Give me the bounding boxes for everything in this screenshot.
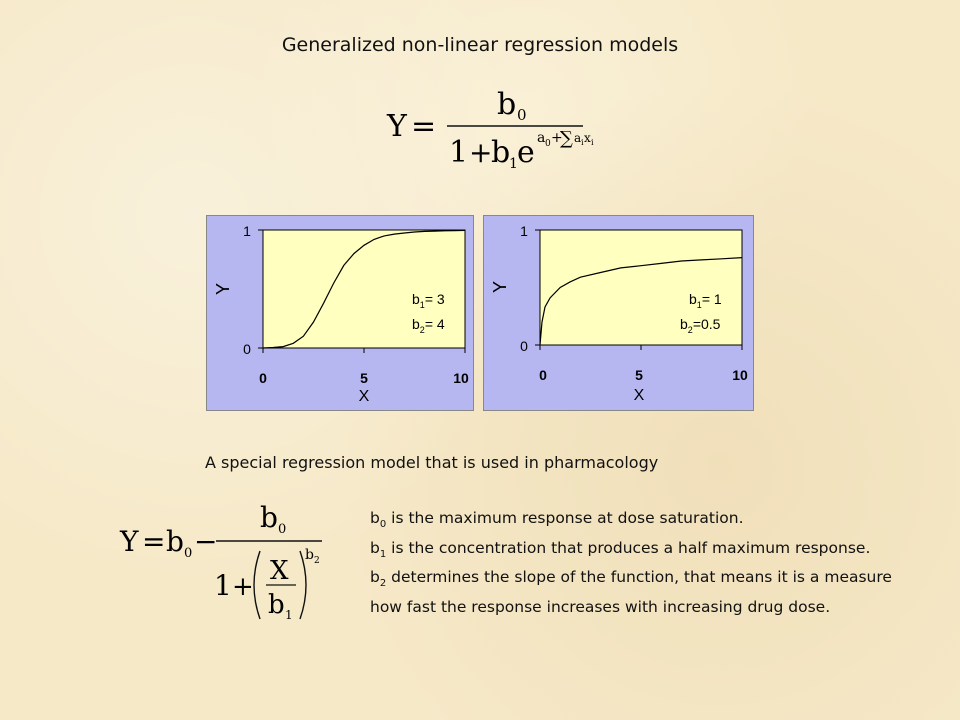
x-tick-10: 10: [453, 370, 469, 386]
y-axis-label: Y: [213, 283, 233, 295]
annotation-b1: b1= 3: [412, 291, 445, 310]
page-title: Generalized non-linear regression models: [281, 34, 679, 56]
x-tick-0: 0: [259, 370, 267, 386]
eq1-den-one: 1: [449, 135, 468, 170]
x-tick-5: 5: [635, 367, 643, 383]
eq2-X: X: [270, 556, 289, 586]
y-axis-label: Y: [490, 281, 510, 293]
y-tick-1: 1: [243, 223, 251, 239]
saturation-chart: 1 0 0 5 10 X Y b1= 1 b2=0.5: [483, 215, 754, 411]
eq1-den-e: e: [517, 135, 535, 170]
eq1-exp-ai: a: [574, 131, 581, 145]
tick-marks: [535, 229, 743, 350]
parameter-description: b0 is the maximum response at dose satur…: [370, 507, 950, 618]
eq2-left-paren: [253, 550, 261, 620]
x-tick-10: 10: [732, 367, 748, 383]
eq1-den-b: b: [491, 135, 510, 170]
eq2-b1: b: [268, 590, 285, 620]
y-tick-0: 0: [243, 341, 251, 357]
desc-b0: b0 is the maximum response at dose satur…: [370, 509, 744, 531]
eq2-right-paren: [299, 550, 307, 620]
eq2-numerator: b: [260, 505, 278, 534]
sigmoid-chart: 1 0 0 5 10 X Y b1= 3 b2= 4: [206, 215, 474, 411]
y-tick-1: 1: [520, 223, 528, 239]
x-axis-label: X: [359, 388, 370, 405]
eq1-exp-sum: ∑: [560, 128, 573, 149]
eq2-lhs: Y: [119, 525, 139, 558]
eq2-minus: −: [194, 525, 217, 558]
eq1-exp-ai-sub: i: [581, 138, 584, 147]
eq1-lhs: Y: [386, 109, 408, 144]
eq2-numerator-sub: 0: [278, 522, 286, 537]
eq2-den-one: 1: [214, 569, 232, 602]
logistic-equation: Y = b 0 1 + b 1 e a 0 + ∑ a i x i: [386, 87, 594, 172]
annotation-b2: b2=0.5: [680, 316, 721, 335]
eq2-exp-b: b: [305, 547, 314, 563]
eq2-b1-sub: 1: [285, 608, 293, 622]
saturation-chart-svg: 1 0 0 5 10 X Y b1= 1 b2=0.5: [490, 223, 748, 404]
sigmoid-chart-svg: 1 0 0 5 10 X Y b1= 3 b2= 4: [213, 223, 469, 405]
plot-area: [539, 229, 743, 346]
desc-b2: b2 determines the slope of the function,…: [370, 568, 892, 616]
x-axis-label: X: [634, 387, 645, 404]
eq1-equals: =: [411, 109, 436, 144]
eq1-exp-a: a: [537, 130, 545, 146]
desc-b1: b1 is the concentration that produces a …: [370, 538, 871, 560]
pharmacology-equation: Y = b 0 − b 0 1 + X b 1 b 2: [119, 505, 322, 622]
tick-marks: [258, 229, 466, 353]
annotation-b2: b2= 4: [412, 316, 445, 335]
eq1-numerator: b: [497, 87, 516, 122]
series-line: [262, 229, 466, 349]
series-line: [539, 257, 743, 346]
eq1-den-b-sub: 1: [509, 156, 518, 172]
eq2-b0: b: [166, 525, 184, 558]
eq1-exp-xi: x: [584, 131, 591, 145]
section-subtitle: A special regression model that is used …: [205, 453, 659, 472]
eq2-exp-b-sub: 2: [314, 556, 320, 566]
eq2-den-plus: +: [232, 572, 254, 602]
plot-area: [262, 229, 466, 349]
eq1-exp-a-sub: 0: [545, 139, 551, 149]
x-tick-0: 0: [539, 367, 547, 383]
eq1-numerator-sub: 0: [517, 106, 527, 124]
eq1-den-plus: +: [469, 136, 492, 169]
eq2-b0-sub: 0: [184, 546, 192, 561]
eq1-exp-plus: +: [551, 130, 563, 146]
annotation-b1: b1= 1: [689, 291, 722, 310]
y-tick-0: 0: [520, 338, 528, 354]
eq1-exp-xi-sub: i: [591, 138, 594, 147]
eq2-equals: =: [142, 525, 165, 558]
x-tick-5: 5: [360, 370, 368, 386]
